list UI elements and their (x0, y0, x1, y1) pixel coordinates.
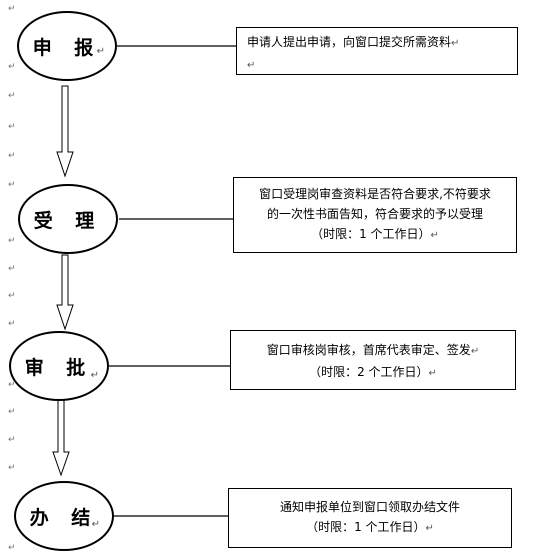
para-mark: ↵ (8, 291, 16, 301)
para-mark: ↵ (428, 368, 437, 379)
step-2-line-1: 窗口受理岗审查资料是否符合要求,不符要求 (259, 187, 491, 201)
step-3-description: 窗口审核岗审核，首席代表审定、签发↵ （时限：2 个工作日）↵ (230, 330, 516, 390)
para-mark: ↵ (8, 180, 16, 190)
down-arrow-2 (56, 254, 74, 331)
step-2-node: 受 理 (18, 184, 118, 254)
step-3-label: 审 批 (24, 356, 94, 379)
para-mark: ↵ (8, 62, 16, 72)
step-2-description: 窗口受理岗审查资料是否符合要求,不符要求 的一次性书面告知，符合要求的予以受理 … (233, 177, 517, 253)
para-mark: ↵ (8, 407, 16, 417)
step-3-node: 审 批 ↵ (9, 331, 109, 401)
step-4-line-1: 通知申报单位到窗口领取办结文件 (279, 500, 460, 514)
para-mark: ↵ (8, 380, 16, 390)
para-mark: ↵ (8, 543, 16, 553)
step-1-node: 申 报 ↵ (17, 11, 117, 81)
step-4-node: 办 结 ↵ (14, 481, 114, 551)
step-3-para-mark: ↵ (90, 370, 99, 381)
step-1-label: 申 报 (32, 36, 102, 59)
para-mark: ↵ (8, 264, 16, 274)
step-1-line-1: 申请人提出申请，向窗口提交所需资料 (247, 35, 452, 49)
para-mark: ↵ (451, 38, 460, 49)
step-3-line-1: 窗口审核岗审核，首席代表审定、签发 (266, 343, 471, 357)
para-mark: ↵ (8, 4, 16, 14)
para-mark: ↵ (8, 463, 16, 473)
para-mark: ↵ (430, 230, 439, 241)
para-mark: ↵ (425, 523, 434, 534)
step-1-para-mark: ↵ (96, 46, 105, 57)
para-mark: ↵ (470, 346, 480, 357)
step-4-description: 通知申报单位到窗口领取办结文件 （时限：1 个工作日）↵ (228, 488, 512, 548)
down-arrow-1 (56, 85, 74, 178)
para-mark: ↵ (8, 122, 16, 132)
para-mark: ↵ (8, 435, 16, 445)
para-mark: ↵ (8, 151, 16, 161)
para-mark: ↵ (8, 319, 16, 329)
down-arrow-3 (52, 399, 70, 477)
para-mark: ↵ (8, 91, 16, 101)
step-2-line-2: 的一次性书面告知，符合要求的予以受理 (266, 207, 483, 221)
step-2-label: 受 理 (33, 209, 103, 232)
para-mark: ↵ (247, 60, 256, 71)
step-1-description: 申请人提出申请，向窗口提交所需资料↵ ↵ (236, 27, 518, 75)
step-4-line-2: （时限：1 个工作日） (306, 520, 426, 534)
step-2-line-3: （时限：1 个工作日） (311, 227, 431, 241)
step-4-label: 办 结 (29, 506, 99, 529)
para-mark: ↵ (8, 236, 16, 246)
step-4-para-mark: ↵ (91, 519, 100, 530)
step-3-line-2: （时限：2 个工作日） (309, 365, 429, 379)
